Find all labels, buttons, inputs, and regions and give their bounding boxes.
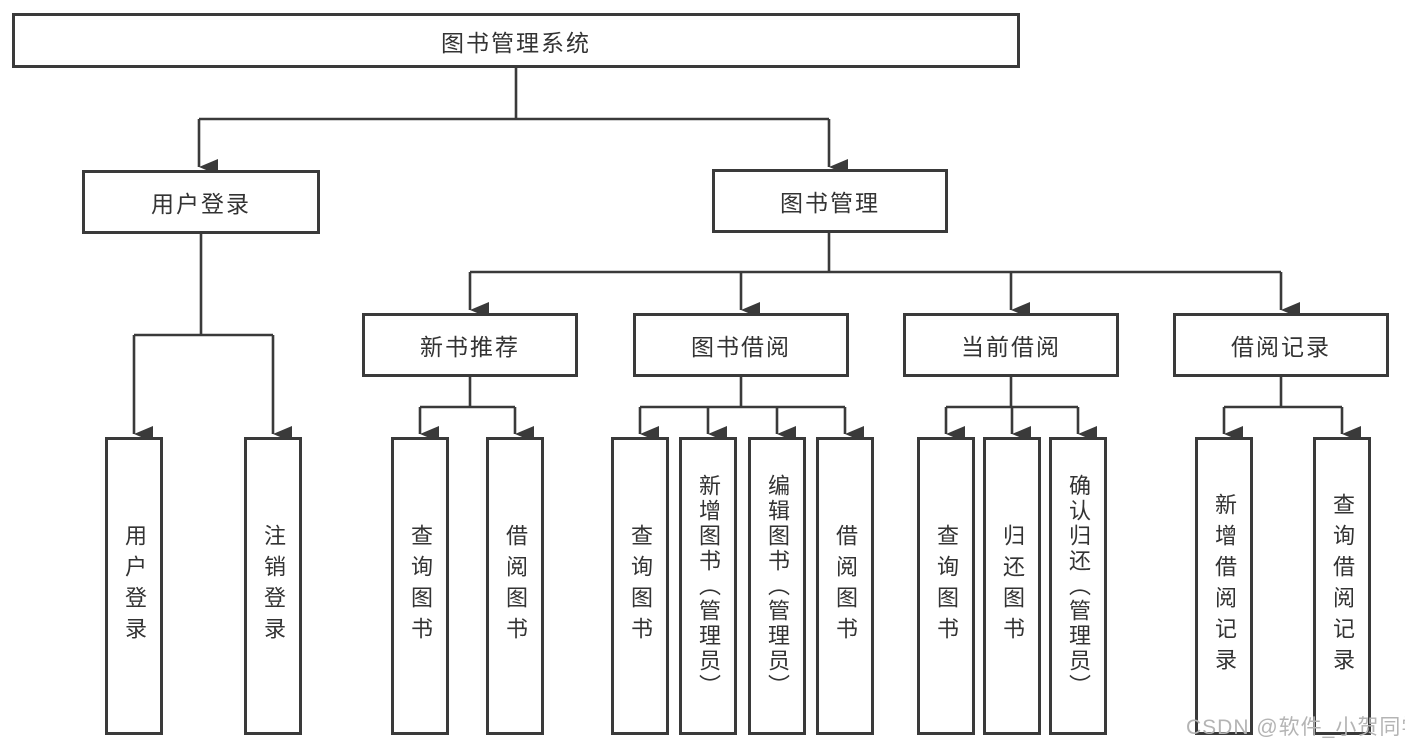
node-label: 借阅图书 [503,524,528,648]
node-label: 新增借阅记录 [1212,493,1237,679]
leaf-borrow-book-1: 借阅图书 [486,437,544,735]
leaf-borrow-book-2: 借阅图书 [816,437,874,735]
leaf-add-book-admin: 新增图书（管理员） [679,437,737,735]
node-label: 借阅记录 [1231,334,1331,360]
node-label: 当前借阅 [961,334,1061,360]
node-label: 借阅图书 [833,524,858,648]
leaf-confirm-return-admin: 确认归还（管理员） [1049,437,1107,735]
node-label: 图书管理系统 [441,29,591,56]
node-label: 查询图书 [628,524,653,648]
node-label: 图书借阅 [691,334,791,360]
leaf-add-borrow-record: 新增借阅记录 [1195,437,1253,735]
leaf-logout: 注销登录 [244,437,302,735]
node-new-book-recommend: 新书推荐 [362,313,578,377]
csdn-watermark: CSDN @软件_小贺同学 [1186,716,1405,739]
node-current-borrow: 当前借阅 [903,313,1119,377]
node-label: 编辑图书（管理员） [765,473,790,699]
node-user-login: 用户登录 [82,170,320,234]
leaf-query-book-2: 查询图书 [611,437,669,735]
node-label: 查询图书 [408,524,433,648]
node-system-root: 图书管理系统 [12,13,1020,68]
leaf-user-login: 用户登录 [105,437,163,735]
node-label: 注销登录 [261,524,286,648]
leaf-query-borrow-record: 查询借阅记录 [1313,437,1371,735]
node-label: 确认归还（管理员） [1066,473,1091,699]
node-label: 用户登录 [122,524,147,648]
leaf-return-book: 归还图书 [983,437,1041,735]
node-label: 查询借阅记录 [1330,493,1355,679]
node-label: 查询图书 [934,524,959,648]
leaf-query-book-3: 查询图书 [917,437,975,735]
node-label: 归还图书 [1000,524,1025,648]
node-borrow-record: 借阅记录 [1173,313,1389,377]
node-label: 新增图书（管理员） [696,473,721,699]
leaf-query-book-1: 查询图书 [391,437,449,735]
node-label: 图书管理 [780,190,880,216]
node-book-management: 图书管理 [712,169,948,233]
node-book-borrow: 图书借阅 [633,313,849,377]
node-label: 新书推荐 [420,334,520,360]
leaf-edit-book-admin: 编辑图书（管理员） [748,437,806,735]
node-label: 用户登录 [151,191,251,217]
